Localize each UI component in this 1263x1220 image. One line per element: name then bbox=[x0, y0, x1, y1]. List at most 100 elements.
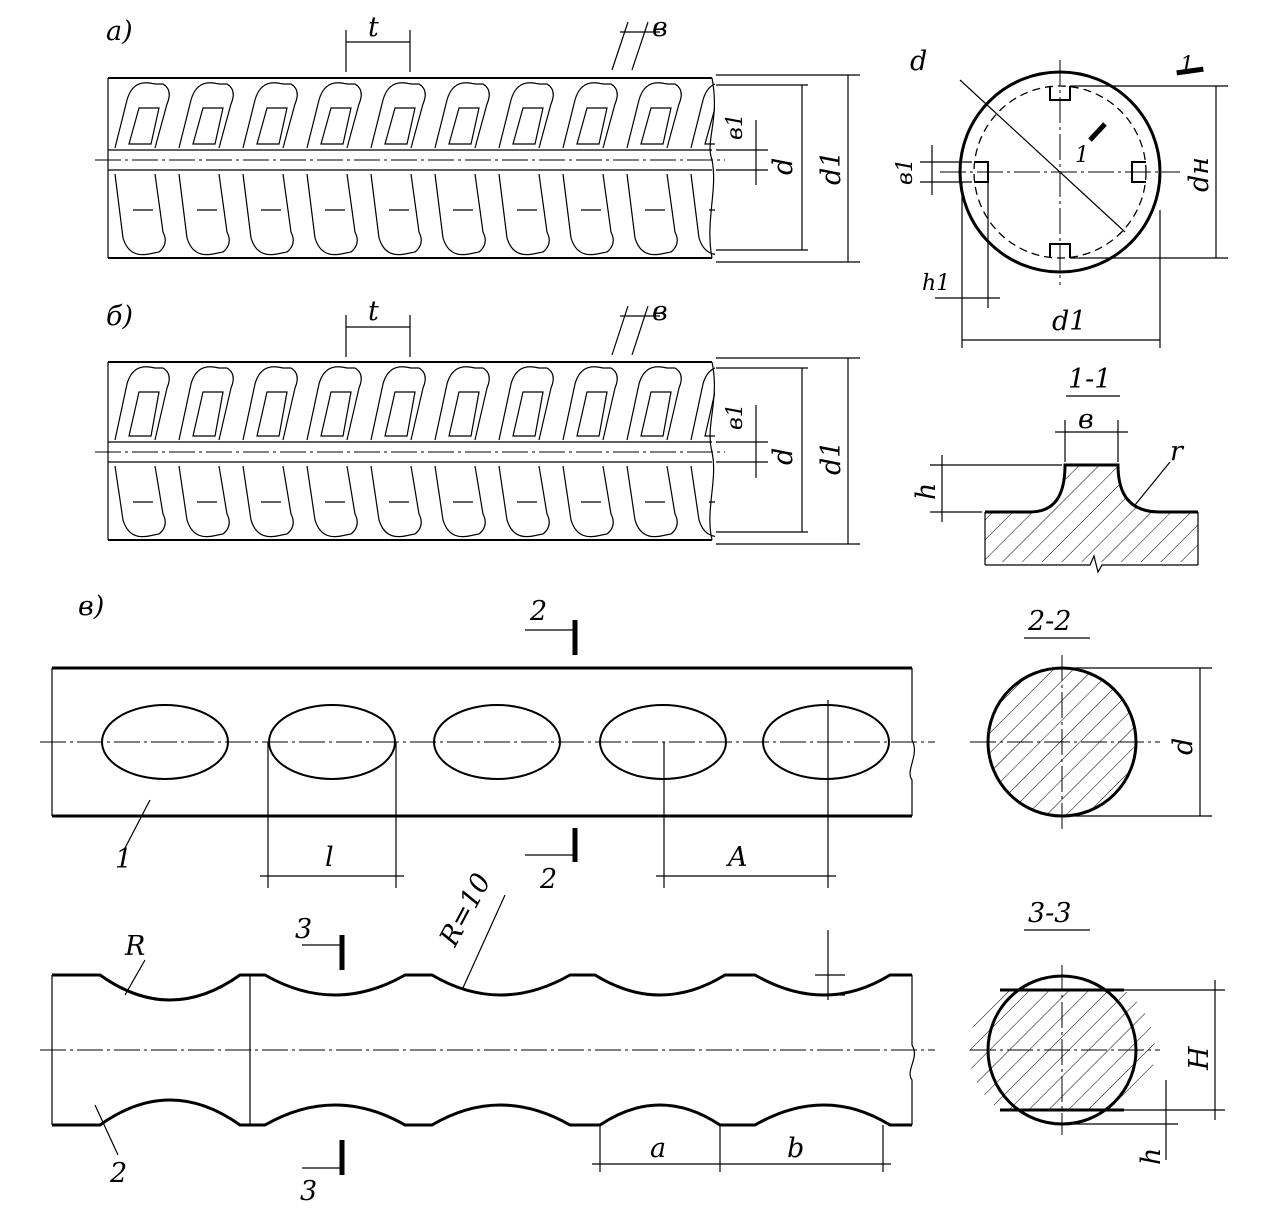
pitch-label-a: t bbox=[368, 12, 379, 43]
rib bbox=[434, 173, 486, 256]
d-label-b: d bbox=[768, 448, 799, 465]
rib bbox=[370, 465, 422, 538]
rib-face bbox=[769, 392, 799, 436]
rib bbox=[178, 82, 234, 149]
oval-indent bbox=[268, 704, 396, 780]
rib-face bbox=[384, 107, 416, 145]
oval-indent bbox=[599, 704, 727, 780]
view-v-label: в) bbox=[78, 591, 104, 622]
rib-face bbox=[640, 107, 672, 145]
rib-face bbox=[128, 107, 160, 145]
rib bbox=[114, 366, 170, 441]
rib bbox=[498, 366, 554, 441]
section-2-mark-top: 2 bbox=[529, 596, 547, 627]
rib-face bbox=[192, 107, 224, 145]
rib bbox=[755, 174, 805, 255]
view-a-label: а) bbox=[106, 16, 133, 47]
rib bbox=[562, 82, 618, 149]
rib bbox=[626, 82, 682, 149]
rib bbox=[370, 173, 422, 256]
H-label: H bbox=[1184, 1046, 1215, 1071]
item-1-label: 1 bbox=[115, 844, 132, 875]
b1-label-a: в1 bbox=[723, 113, 748, 140]
section-3-mark-bottom: 3 bbox=[300, 1176, 317, 1207]
view-b-label: б) bbox=[106, 301, 133, 332]
b1-label-section: в1 bbox=[893, 158, 918, 185]
d-label-section: d bbox=[910, 46, 927, 77]
bar-cross-section: d 1 1 dн в1 h1 d1 bbox=[893, 46, 1228, 348]
rib bbox=[306, 366, 362, 441]
rib bbox=[306, 173, 358, 256]
section-3-3-title: 3-3 bbox=[1028, 898, 1071, 929]
rib-face bbox=[704, 391, 715, 437]
R10-label: R=10 bbox=[433, 868, 497, 952]
rib bbox=[755, 367, 809, 440]
a-label: a bbox=[650, 1133, 666, 1164]
rib bbox=[626, 366, 682, 441]
rib bbox=[114, 465, 166, 538]
rib-face bbox=[384, 391, 416, 437]
view-a-ribbed-bar: а) t в в1 d d1 bbox=[95, 12, 860, 263]
rib-width-label-b: в bbox=[652, 296, 668, 327]
rib bbox=[370, 82, 426, 149]
section-3-3: 3-3 H h bbox=[969, 898, 1225, 1165]
h-label-section-3: h bbox=[1136, 1148, 1167, 1165]
d1-label-a: d1 bbox=[816, 151, 847, 185]
rib bbox=[370, 366, 426, 441]
rib bbox=[434, 82, 490, 149]
l-label: l bbox=[325, 842, 334, 873]
d-label-section-2: d bbox=[1168, 738, 1199, 755]
rib-face bbox=[448, 391, 480, 437]
rib bbox=[178, 173, 230, 256]
section-1-1-title: 1-1 bbox=[1068, 364, 1111, 395]
view-v-bar-1: в) 2 2 1 l A bbox=[40, 591, 935, 895]
view-a-ribs bbox=[114, 82, 805, 256]
b-label-section-1: в bbox=[1078, 404, 1094, 435]
rib bbox=[690, 83, 715, 149]
rib-face bbox=[640, 391, 672, 437]
r-label: r bbox=[1170, 436, 1185, 467]
rib bbox=[242, 366, 298, 441]
view-b-ribs bbox=[114, 366, 809, 538]
oval-indent bbox=[101, 704, 229, 780]
b-label-lower: b bbox=[787, 1133, 804, 1164]
rib-face bbox=[256, 107, 288, 145]
rib-face bbox=[512, 107, 544, 145]
d-label-a: d bbox=[768, 158, 799, 175]
section-3-mark-top: 3 bbox=[295, 914, 312, 945]
rib bbox=[755, 466, 805, 537]
rib-face bbox=[576, 107, 608, 145]
pitch-label-b: t bbox=[368, 296, 379, 327]
rib bbox=[242, 173, 294, 256]
rib bbox=[562, 366, 618, 441]
oval-indent bbox=[762, 704, 890, 780]
R-label: R bbox=[124, 931, 145, 962]
section-1-mark-top: 1 bbox=[1180, 53, 1194, 78]
rib-face bbox=[192, 391, 224, 437]
rib-face bbox=[704, 107, 715, 145]
rib bbox=[178, 366, 234, 441]
rib bbox=[306, 465, 358, 538]
rib-face bbox=[320, 391, 352, 437]
section-2-2: 2-2 d bbox=[970, 606, 1212, 830]
rib bbox=[562, 173, 614, 256]
rib bbox=[434, 366, 490, 441]
rib bbox=[242, 465, 294, 538]
section-1-mark-inner: 1 bbox=[1075, 143, 1089, 168]
h1-label: h1 bbox=[922, 271, 950, 296]
rib bbox=[498, 465, 550, 538]
d1-label-b: d1 bbox=[816, 441, 847, 475]
section-2-mark-bottom: 2 bbox=[539, 864, 557, 895]
rib bbox=[114, 173, 166, 256]
item-2-label: 2 bbox=[109, 1158, 127, 1189]
section-1-1: 1-1 в h r bbox=[911, 364, 1199, 574]
section-2-2-title: 2-2 bbox=[1027, 606, 1071, 637]
rib-face bbox=[576, 391, 608, 437]
rib bbox=[690, 173, 715, 255]
rib bbox=[178, 465, 230, 538]
rib bbox=[242, 82, 298, 149]
rib-face bbox=[256, 391, 288, 437]
rib bbox=[626, 465, 678, 538]
d1-label-section: d1 bbox=[1052, 306, 1086, 337]
